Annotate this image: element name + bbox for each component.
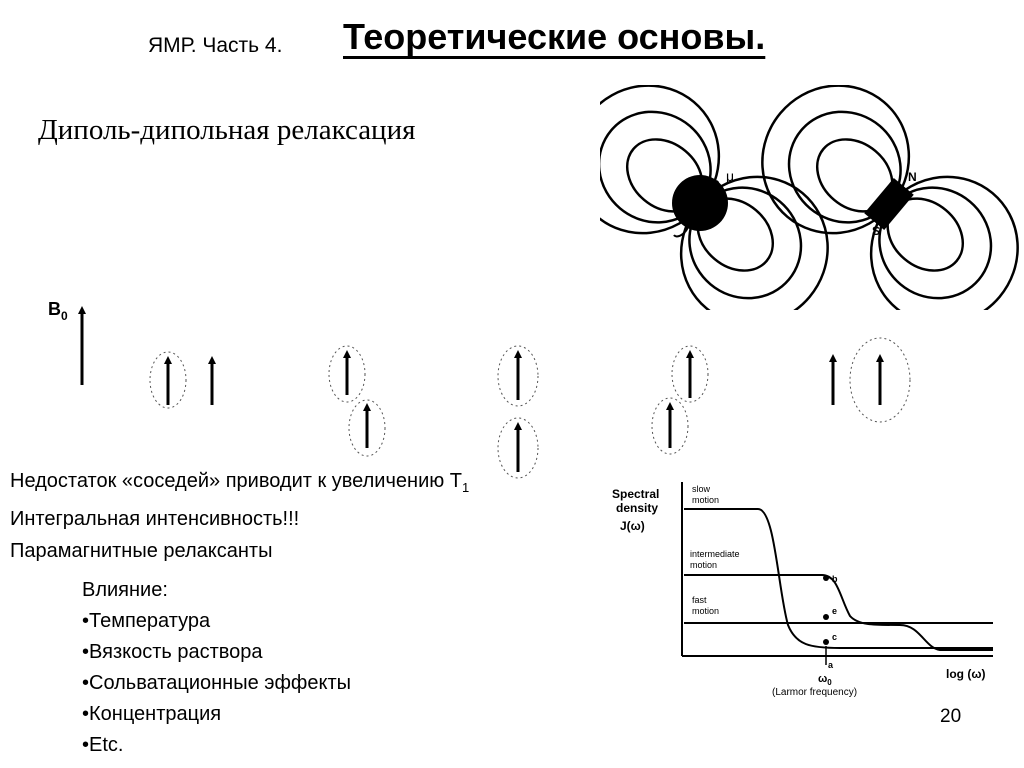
curve-label: slow bbox=[692, 484, 711, 494]
list-item: •Температура bbox=[82, 610, 211, 632]
point-label: c bbox=[832, 632, 837, 642]
intermediate-motion-curve bbox=[684, 574, 993, 651]
y-axis-label: Spectral density J(ω) bbox=[612, 487, 659, 533]
spin-pairs-diagram: B0 bbox=[48, 299, 911, 479]
curve-label: motion bbox=[692, 606, 719, 616]
data-point bbox=[823, 639, 829, 645]
curve-label: motion bbox=[692, 495, 719, 505]
larmor-frequency-label: (Larmor frequency) bbox=[772, 687, 857, 698]
spectral-density-plot: Spectral density J(ω) slow motion interm… bbox=[612, 482, 993, 698]
list-item: •Сольватационные эффекты bbox=[82, 672, 352, 694]
page-title: Теоретические основы. bbox=[343, 16, 766, 57]
curve-label: motion bbox=[690, 560, 717, 570]
text-line-neighbors: Недостаток «соседей» приводит к увеличен… bbox=[10, 470, 470, 495]
influence-list: Влияние: •Температура •Вязкость раствора… bbox=[82, 575, 351, 761]
page-number: 20 bbox=[940, 706, 962, 727]
svg-text:Spectral: Spectral bbox=[612, 487, 659, 501]
data-point bbox=[823, 614, 829, 620]
x-axis-label: log (ω) bbox=[946, 667, 985, 681]
section-subtitle: Диполь-дипольная релаксация bbox=[38, 114, 416, 146]
curve-label: fast bbox=[692, 595, 707, 605]
mu-label: μ bbox=[726, 168, 734, 184]
svg-text:density: density bbox=[616, 501, 658, 515]
list-item: •Концентрация bbox=[82, 703, 222, 725]
north-label: N bbox=[908, 170, 917, 184]
list-item: •Вязкость раствора bbox=[82, 641, 263, 663]
slow-motion-curve bbox=[684, 508, 993, 649]
header-prefix: ЯМР. Часть 4. bbox=[148, 34, 283, 57]
point-label: e bbox=[832, 606, 837, 616]
influence-heading: Влияние: bbox=[82, 579, 168, 601]
svg-text:J(ω): J(ω) bbox=[620, 519, 645, 533]
text-line-intensity: Интегральная интенсивность!!! bbox=[10, 508, 300, 530]
omega-label: ω0 bbox=[818, 673, 832, 687]
data-point bbox=[823, 575, 829, 581]
point-label: b bbox=[832, 574, 838, 584]
south-label: S bbox=[872, 224, 880, 238]
point-label: a bbox=[828, 660, 834, 670]
curve-label: intermediate bbox=[690, 549, 740, 559]
dipole-field-illustration: μ N S bbox=[600, 85, 1019, 310]
bar-magnet-icon bbox=[864, 178, 914, 230]
text-line-relaxants: Парамагнитные релаксанты bbox=[10, 540, 273, 562]
list-item: •Etc. bbox=[82, 734, 124, 756]
b0-label: B0 bbox=[48, 299, 68, 323]
